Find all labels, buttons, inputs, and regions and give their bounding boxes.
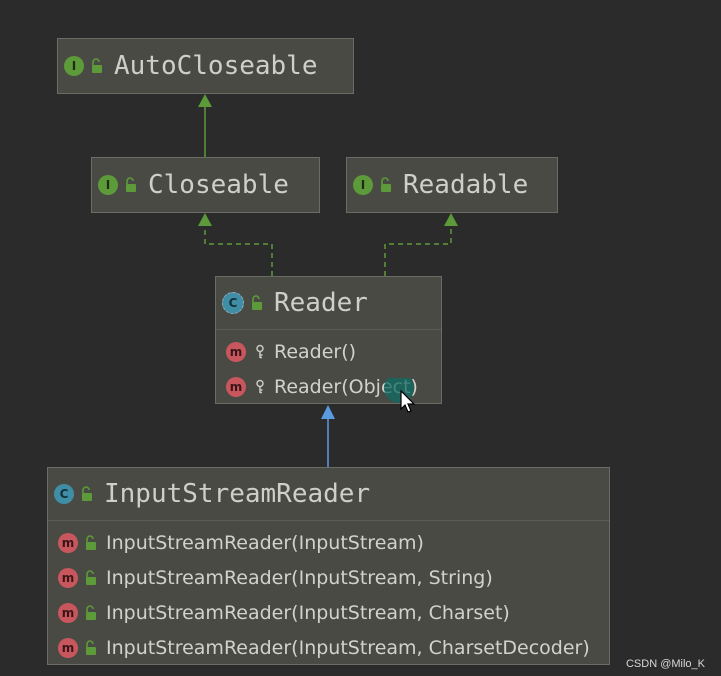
arrowhead-closeable [198,213,212,226]
interface-icon: I [64,56,84,76]
abstract-class-icon: C [222,292,244,314]
interface-icon: I [353,175,373,195]
method-icon: m [58,637,78,658]
member-list: m Reader() m Reader(Object) [216,329,441,404]
member-row[interactable]: m InputStreamReader(InputStream, Charset… [48,630,609,665]
node-title: AutoCloseable [114,51,318,81]
lock-open-icon [252,295,262,310]
lock-open-icon [126,177,136,192]
interface-icon: I [98,175,118,195]
class-icon: C [54,484,74,504]
node-closeable[interactable]: I Closeable [91,157,320,213]
lock-open-icon [86,569,96,585]
lock-open-icon [86,639,96,655]
method-signature: InputStreamReader(InputStream, Charset) [106,601,510,624]
lock-open-icon [381,177,391,192]
node-autocloseable[interactable]: I AutoCloseable [57,38,354,94]
member-list: m InputStreamReader(InputStream) m Input… [48,520,609,665]
member-row[interactable]: m InputStreamReader(InputStream, Charset… [48,595,609,630]
arrowhead-readable [444,213,458,226]
method-icon: m [58,532,78,553]
protected-key-icon [256,379,264,393]
lock-open-icon [86,534,96,550]
watermark: CSDN @Milo_K [625,658,705,670]
arrowhead-reader [321,405,335,419]
method-signature: InputStreamReader(InputStream, String) [106,566,493,589]
node-title: InputStreamReader [104,479,371,509]
method-icon: m [58,602,78,623]
edge-reader-readable [384,226,452,276]
lock-open-icon [92,58,102,73]
method-signature: InputStreamReader(InputStream) [106,531,424,554]
member-row[interactable]: m InputStreamReader(InputStream) [48,525,609,560]
protected-key-icon [256,344,264,358]
member-row[interactable]: m Reader(Object) [216,369,441,404]
node-readable[interactable]: I Readable [346,157,558,213]
node-title: Closeable [148,170,289,200]
edge-reader-closeable [204,226,273,276]
method-icon: m [58,567,78,588]
member-row[interactable]: m Reader() [216,334,441,369]
method-signature: Reader() [274,340,357,363]
mouse-cursor-icon [384,378,416,413]
arrowhead-autocloseable [198,94,212,107]
node-title: Reader [274,288,368,318]
method-signature: InputStreamReader(InputStream, CharsetDe… [106,636,590,659]
node-inputstreamreader[interactable]: C InputStreamReader m InputStreamReader(… [47,467,610,665]
method-icon: m [226,341,246,362]
lock-open-icon [86,604,96,620]
method-icon: m [226,376,246,397]
method-signature: Reader(Object) [274,375,418,398]
node-title: Readable [403,170,529,200]
member-row[interactable]: m InputStreamReader(InputStream, String) [48,560,609,595]
lock-open-icon [82,486,92,501]
